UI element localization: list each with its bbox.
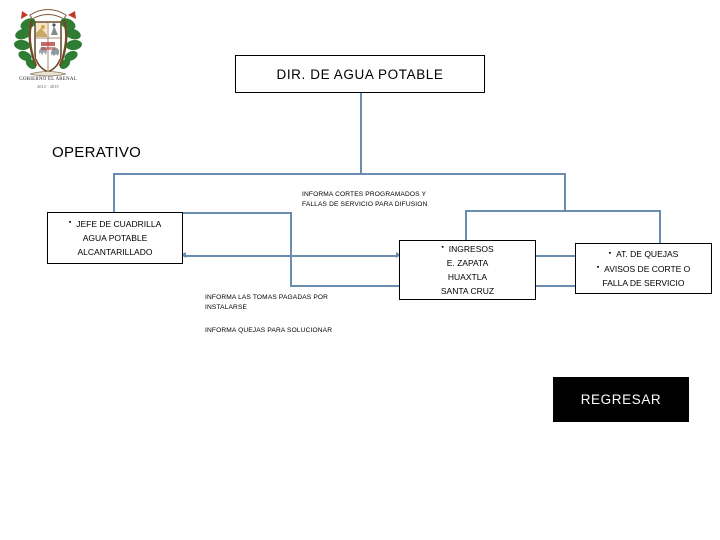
connector-jefe-top-riser [290, 212, 292, 257]
bullet-icon: ▪ [608, 249, 612, 257]
connector-to-ingresos-upper [290, 255, 398, 257]
bullet-icon: ▪ [441, 244, 444, 252]
box-line-text: INGRESOS [448, 243, 494, 254]
logo-caption-text: GOBIERNO EL ARENAL [19, 77, 77, 82]
box-line-text: JEFE DE CUADRILLA [76, 218, 162, 229]
connector-ingresos-to-quejas-lower [536, 285, 576, 287]
bullet-icon: ▪ [596, 264, 600, 272]
connector-drop-quejas [659, 210, 661, 244]
box-line-text: AT. DE QUEJAS [616, 248, 679, 259]
box-line: ▪ JEFE DE CUADRILLA [48, 217, 182, 232]
coat-of-arms-icon [14, 9, 82, 77]
title-box[interactable]: DIR. DE AGUA POTABLE [235, 55, 485, 93]
connector-drop-right [564, 173, 566, 212]
note-informa-tomas: INFORMA LAS TOMAS PAGADAS POR INSTALARSE [205, 294, 329, 311]
box-line: SANTA CRUZ [440, 286, 495, 297]
connector-main-bus [113, 173, 566, 175]
connector-to-ingresos-lower [290, 285, 400, 287]
coat-of-arms-logo: GOBIERNO EL ARENAL 2012 - 2015 [6, 2, 90, 100]
connector-jefe-top-out [183, 212, 292, 214]
connector-title-to-bus [360, 93, 362, 174]
note-informa-quejas: INFORMA QUEJAS PARA SOLUCIONAR [205, 327, 333, 334]
box-line: AGUA POTABLE [82, 233, 148, 244]
box-line: ▪ AT. DE QUEJAS [576, 247, 711, 262]
connector-drop-ingresos [465, 210, 467, 241]
arrowhead-into-jefe [181, 252, 186, 258]
connector-secondary-bus [465, 210, 661, 212]
connector-lower-riser [290, 255, 292, 287]
box-line: ALCANTARILLADO [77, 247, 153, 258]
regresar-button[interactable]: REGRESAR [553, 377, 689, 422]
box-atencion-quejas[interactable]: ▪ AT. DE QUEJAS ▪ AVISOS DE CORTE O FALLA … [575, 243, 712, 294]
box-line: ▪ INGRESOS [400, 242, 535, 257]
box-line-text: AVISOS DE CORTE O [604, 263, 691, 274]
connector-drop-jefe [113, 173, 115, 213]
box-line: FALLA DE SERVICIO [602, 278, 685, 289]
connector-into-jefe [186, 255, 292, 257]
box-ingresos[interactable]: ▪ INGRESOS E. ZAPATA HUAXTLA SANTA CRUZ [399, 240, 536, 300]
box-jefe-cuadrilla[interactable]: ▪ JEFE DE CUADRILLA AGUA POTABLE ALCANTAR… [47, 212, 183, 264]
box-line: ▪ AVISOS DE CORTE O [576, 262, 711, 277]
logo-caption-years: 2012 - 2015 [37, 84, 59, 89]
logo-caption: GOBIERNO EL ARENAL 2012 - 2015 [6, 76, 90, 90]
section-label-operativo: OPERATIVO [52, 144, 142, 161]
box-line: HUAXTLA [447, 272, 488, 283]
box-line: E. ZAPATA [446, 258, 489, 269]
note-informa-cortes: INFORMA CORTES PROGRAMADOS Y FALLAS DE S… [302, 191, 428, 208]
bullet-icon: ▪ [68, 219, 72, 227]
title-box-label: DIR. DE AGUA POTABLE [276, 66, 444, 82]
regresar-button-label: REGRESAR [580, 392, 662, 407]
connector-ingresos-to-quejas [536, 255, 576, 257]
arrowhead-to-ingresos-upper [396, 252, 401, 258]
